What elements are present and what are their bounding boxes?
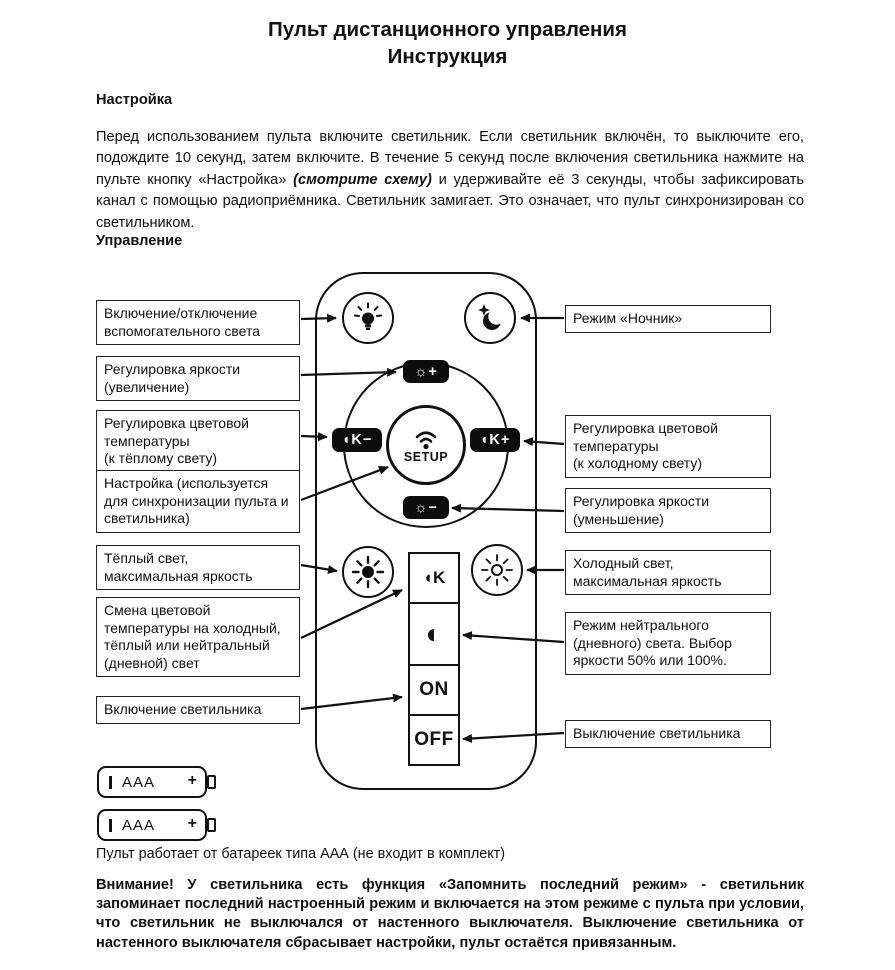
on-button: ON (408, 664, 460, 716)
label-temp-warm: Регулировка цветовой температуры (к тёпл… (96, 410, 300, 473)
aux-light-icon (354, 302, 382, 330)
night-mode-icon (478, 304, 505, 330)
label-temp-cold: Регулировка цветовой температуры (к холо… (565, 415, 771, 478)
brightness-up-button: ☼+ (403, 360, 449, 383)
on-button-label: ON (419, 679, 449, 700)
control-heading: Управление (96, 233, 183, 249)
brightness-down-button: ☼− (403, 496, 449, 519)
night-mode-button (464, 292, 516, 344)
setup-button-label: SETUP (403, 450, 449, 464)
temp-warm-button: ◖K− (332, 428, 382, 452)
setup-text-italic: (смотрите схему) (293, 171, 432, 188)
label-turn-on: Включение светильника (96, 696, 300, 724)
battery-label: AAA (122, 774, 156, 791)
off-button-label: OFF (414, 729, 454, 750)
off-button: OFF (408, 714, 460, 766)
setup-text-before: Перед использованием пульта включите све… (96, 129, 804, 188)
battery-plus-terminal (207, 775, 216, 789)
battery-caption: Пульт работает от батареек типа ААА (не … (96, 846, 506, 862)
remote-diagram: SETUP ☼+ ☼− ◖K− ◖K+ (0, 260, 895, 800)
label-aux-light: Включение/отключение вспомогательного св… (96, 300, 300, 345)
setup-heading: Настройка (96, 92, 173, 108)
battery-aaa-2: AAA + (97, 809, 216, 841)
label-neutral-mode: Режим нейтрального (дневного) света. Выб… (565, 612, 771, 675)
label-setup: Настройка (используется для синхронизаци… (96, 470, 300, 533)
setup-text-after: и удерживайте её 3 секунды, чтобы зафикс… (96, 171, 804, 231)
warning-paragraph: Внимание! У светильника есть функция «За… (96, 877, 804, 951)
temp-cold-button: ◖K+ (470, 428, 520, 452)
battery-aaa-1: AAA + (97, 766, 216, 798)
cold-max-button (471, 544, 523, 596)
battery-label: AAA (122, 817, 156, 834)
battery-minus-terminal (109, 819, 112, 832)
setup-button: SETUP (386, 405, 466, 485)
label-night-mode: Режим «Ночник» (565, 305, 771, 333)
color-temp-toggle-button: ◖K (408, 552, 460, 604)
battery-plus-sign: + (187, 815, 197, 832)
warm-sun-icon (351, 555, 385, 589)
label-warm-max: Тёплый свет, максимальная яркость (96, 545, 300, 590)
battery-plus-terminal (207, 818, 216, 832)
neutral-light-button: ◐ (408, 602, 460, 666)
battery-plus-sign: + (187, 772, 197, 789)
wifi-icon (415, 431, 437, 450)
label-brightness-up: Регулировка яркости (увеличение) (96, 356, 300, 401)
battery-minus-terminal (109, 776, 112, 789)
label-temp-toggle: Смена цветовой температуры на холодный, … (96, 597, 300, 677)
cold-sun-icon (481, 554, 513, 586)
label-brightness-down: Регулировка яркости (уменьшение) (565, 488, 771, 533)
aux-light-button (342, 292, 394, 344)
setup-paragraph: Перед использованием пульта включите све… (96, 127, 804, 234)
label-cold-max: Холодный свет, максимальная яркость (565, 550, 771, 595)
label-turn-off: Выключение светильника (565, 720, 771, 748)
page-title: Пульт дистанционного управления Инструкц… (268, 18, 627, 68)
warm-max-button (342, 546, 394, 598)
